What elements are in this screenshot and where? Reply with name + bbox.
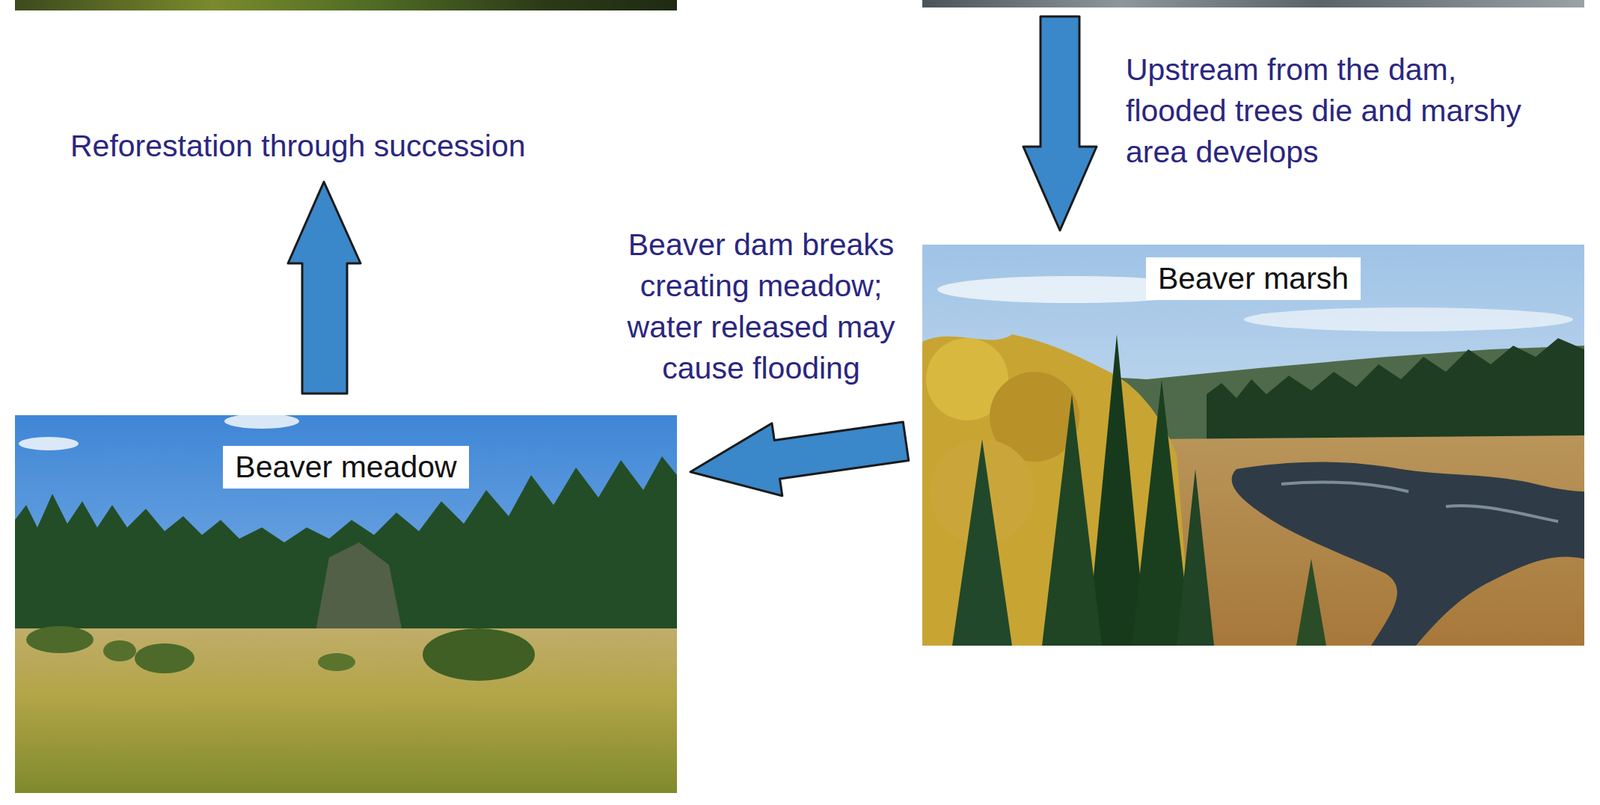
down-arrow (1023, 16, 1097, 231)
arrow-shape (690, 421, 909, 496)
photo-node: Beaver marsh (922, 244, 1585, 646)
photo-label: Beaver meadow (222, 445, 469, 489)
block-arrow (690, 421, 909, 496)
photo-label: Beaver marsh (1145, 257, 1361, 300)
photo-node: Beaver meadow (14, 415, 677, 793)
step-note: Upstream from the dam, flooded trees die… (1125, 49, 1545, 173)
step-note: Reforestation through succession (70, 125, 526, 167)
up-arrow (287, 181, 361, 394)
marsh-photo (922, 244, 1585, 646)
edge-label: Beaver dam breaks creating meadow; water… (609, 224, 913, 389)
